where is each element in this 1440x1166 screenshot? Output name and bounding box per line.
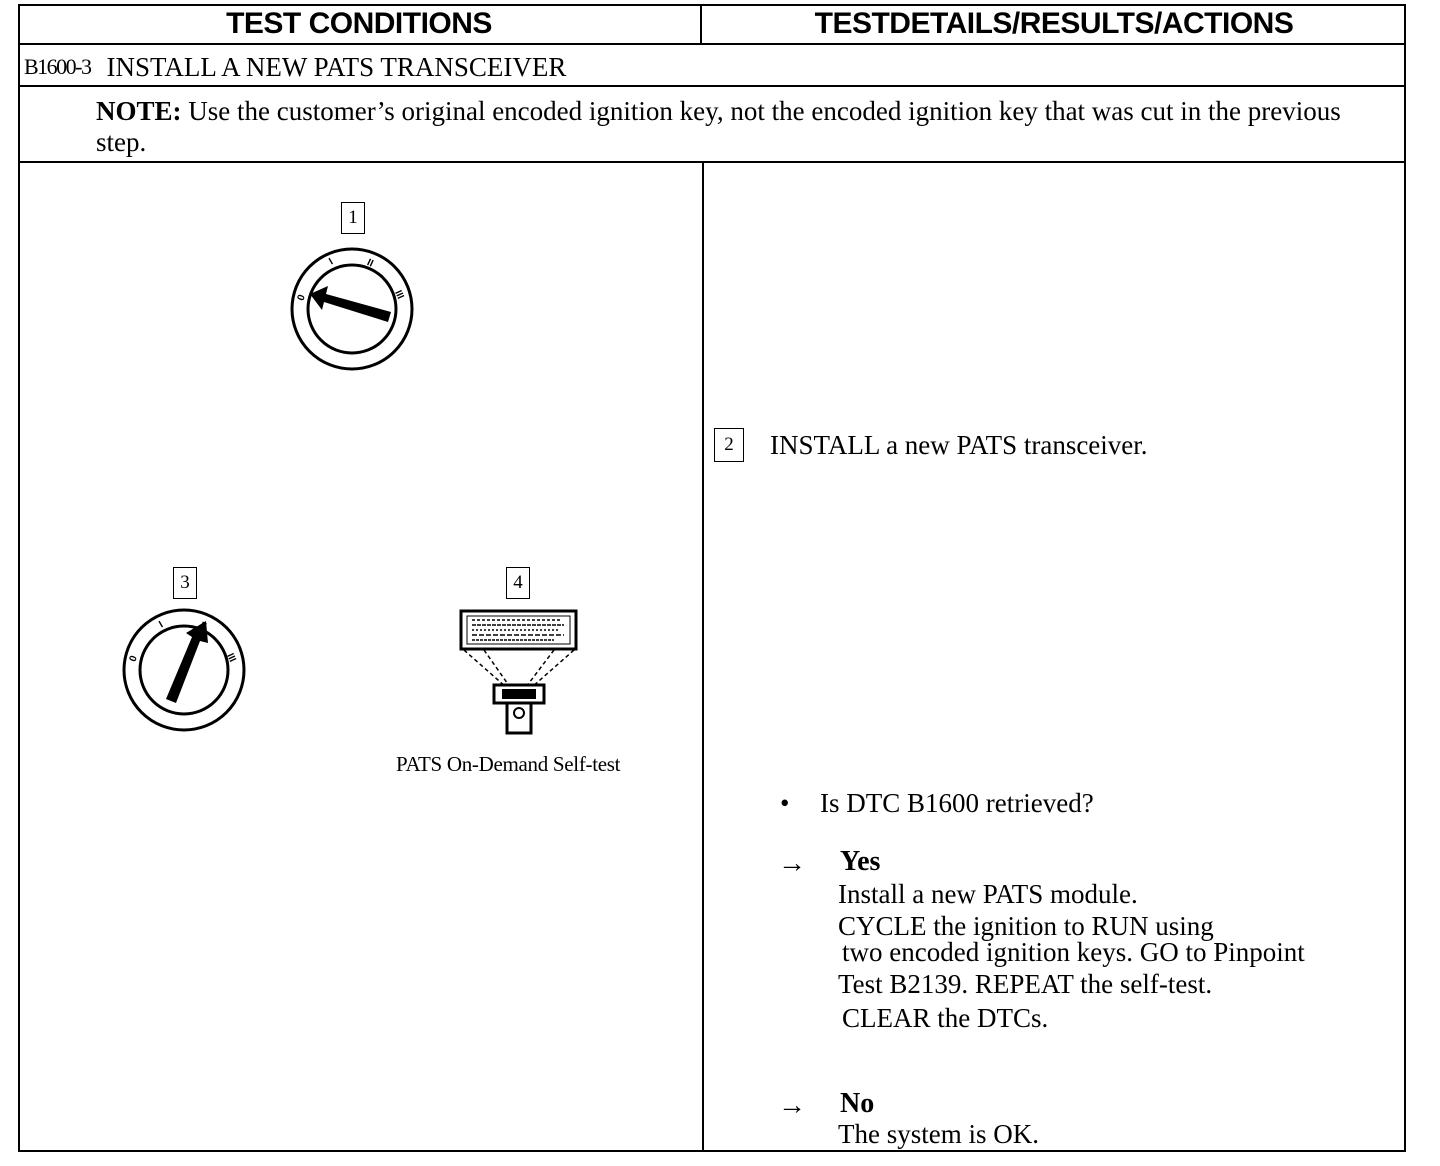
mark-0: 0 bbox=[296, 293, 308, 302]
step-code: B1600-3 bbox=[24, 54, 92, 79]
yes-label: Yes bbox=[840, 846, 881, 877]
step-title-text: INSTALL A NEW PATS TRANSCEIVER bbox=[106, 51, 567, 82]
no-actions: The system is OK. bbox=[838, 1118, 1039, 1150]
yes-action-line: Test B2139. REPEAT the self-test. bbox=[838, 969, 1213, 999]
yes-arrow: → bbox=[778, 848, 806, 879]
mark-0: 0 bbox=[128, 654, 140, 663]
step-2-number: 2 bbox=[714, 428, 744, 462]
step-3-number: 3 bbox=[173, 567, 197, 599]
yes-actions: Install a new PATS module. CYCLE the ign… bbox=[838, 878, 1305, 1034]
mark-II: II bbox=[365, 257, 375, 269]
note: NOTE: Use the customer’s original encode… bbox=[96, 96, 1386, 158]
header-divider bbox=[18, 43, 1406, 45]
note-label: NOTE: bbox=[96, 96, 182, 126]
step-4-number: 4 bbox=[506, 567, 530, 599]
bullet: • bbox=[780, 788, 790, 818]
yes-action-line: two encoded ignition keys. GO to Pinpoin… bbox=[842, 937, 1305, 967]
ignition-switch-off-icon: 0 I II III bbox=[290, 247, 414, 371]
header-test-details: TESTDETAILS/RESULTS/ACTIONS bbox=[814, 7, 1294, 40]
yes-action-line: CLEAR the DTCs. bbox=[842, 1003, 1049, 1033]
yes-action-line: CYCLE the ignition to RUN using bbox=[838, 911, 1214, 941]
step-title-divider bbox=[18, 85, 1406, 87]
step-1-number: 1 bbox=[341, 202, 365, 234]
header-test-conditions: TEST CONDITIONS bbox=[18, 4, 702, 44]
yes-action-line: Install a new PATS module. bbox=[838, 879, 1138, 909]
step-title: B1600-3 INSTALL A NEW PATS TRANSCEIVER bbox=[24, 48, 566, 86]
question-text: Is DTC B1600 retrieved? bbox=[820, 788, 1094, 818]
mark-I: I bbox=[157, 619, 165, 630]
note-text: Use the customer’s original encoded igni… bbox=[96, 96, 1341, 157]
no-arrow: → bbox=[778, 1090, 806, 1121]
scan-tool-icon bbox=[459, 609, 578, 735]
table-frame bbox=[18, 4, 1406, 1152]
no-label: No bbox=[840, 1088, 875, 1119]
no-action-line: The system is OK. bbox=[838, 1119, 1039, 1149]
ignition-switch-run-icon: 0 I II III bbox=[122, 608, 246, 732]
mark-I: I bbox=[327, 256, 335, 267]
step-2-instruction: INSTALL a new PATS transceiver. bbox=[770, 430, 1148, 460]
scan-tool-caption: PATS On-Demand Self-test bbox=[396, 752, 621, 776]
mark-II: II bbox=[198, 620, 208, 632]
question: • Is DTC B1600 retrieved? bbox=[780, 788, 1094, 819]
note-divider bbox=[18, 161, 1406, 163]
column-divider bbox=[702, 161, 704, 1151]
